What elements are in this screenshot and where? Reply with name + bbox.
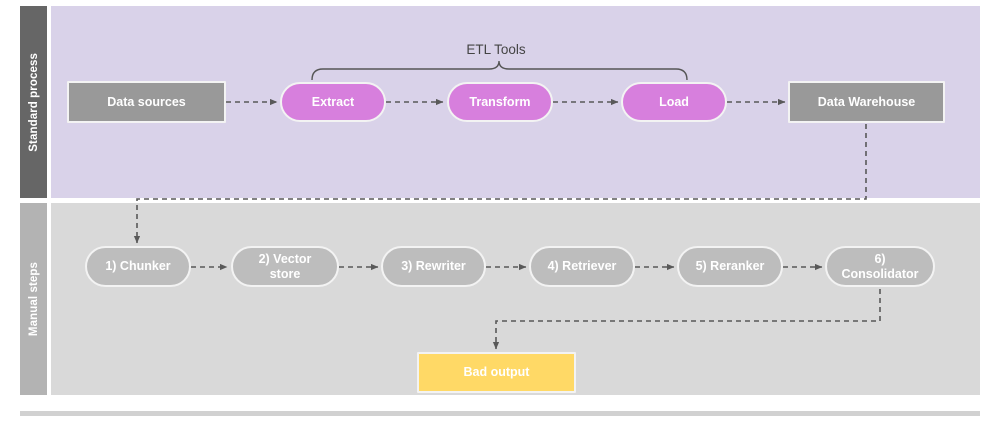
node-chunker-label: 1) Chunker xyxy=(105,259,171,274)
node-extract-label: Extract xyxy=(311,94,355,109)
etl-tools-bracket-icon xyxy=(311,60,688,81)
node-rewriter-label: 3) Rewriter xyxy=(401,259,466,274)
lane-label-standard-process-text: Standard process xyxy=(27,52,40,152)
node-rewriter[interactable]: 3) Rewriter xyxy=(381,246,486,287)
node-retriever[interactable]: 4) Retriever xyxy=(529,246,635,287)
node-vector-store[interactable]: 2) Vector store xyxy=(231,246,339,287)
node-bad-output[interactable]: Bad output xyxy=(417,352,576,393)
node-load[interactable]: Load xyxy=(621,82,727,122)
node-extract[interactable]: Extract xyxy=(280,82,386,122)
node-transform-label: Transform xyxy=(469,94,531,109)
node-bad-output-label: Bad output xyxy=(463,365,530,380)
node-data-sources[interactable]: Data sources xyxy=(67,81,226,123)
node-consolidator[interactable]: 6) Consolidator xyxy=(825,246,935,287)
bottom-divider xyxy=(20,411,980,416)
node-retriever-label: 4) Retriever xyxy=(547,259,617,274)
node-vector-store-label: 2) Vector store xyxy=(258,252,312,281)
lane-label-standard-process: Standard process xyxy=(20,6,47,198)
node-data-warehouse[interactable]: Data Warehouse xyxy=(788,81,945,123)
node-data-sources-label: Data sources xyxy=(107,94,186,109)
node-load-label: Load xyxy=(659,94,689,109)
node-transform[interactable]: Transform xyxy=(447,82,553,122)
lane-label-manual-steps: Manual steps xyxy=(20,203,47,395)
etl-tools-label: ETL Tools xyxy=(466,42,526,57)
node-reranker[interactable]: 5) Reranker xyxy=(677,246,783,287)
lane-label-manual-steps-text: Manual steps xyxy=(27,261,40,337)
node-consolidator-label: 6) Consolidator xyxy=(841,252,919,281)
node-data-warehouse-label: Data Warehouse xyxy=(817,94,916,109)
node-chunker[interactable]: 1) Chunker xyxy=(85,246,191,287)
node-reranker-label: 5) Reranker xyxy=(695,259,765,274)
